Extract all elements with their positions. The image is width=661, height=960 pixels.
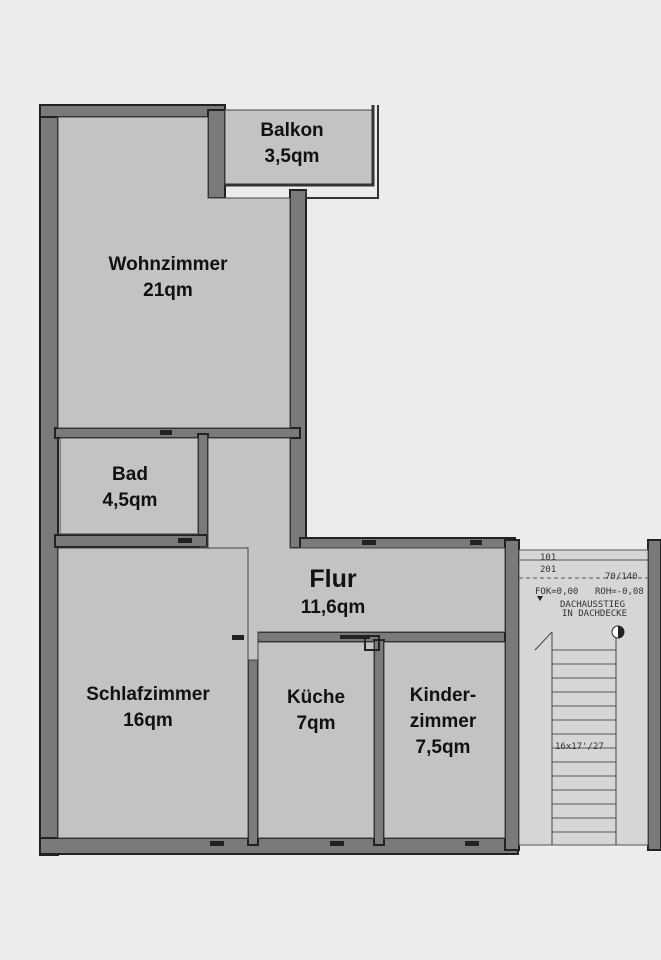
balcony-edge [305, 105, 379, 199]
stair-steps [552, 649, 616, 833]
balcony-railing [225, 105, 375, 187]
room-schlafzimmer-fill [57, 547, 249, 839]
room-bad-fill [59, 437, 199, 535]
room-kinderzimmer-area: 7,5qm [415, 737, 471, 758]
openings [160, 430, 482, 846]
room-kinderzimmer-label: Kinder- zimmer 7,5qm [410, 683, 477, 761]
room-bad-label: Bad 4,5qm [103, 462, 158, 514]
room-bad-name: Bad [112, 464, 148, 485]
room-balkon-area: 3,5qm [264, 146, 320, 167]
room-kueche-fill [257, 641, 375, 839]
stair-rohbau: ROH=-0,08 [595, 587, 644, 597]
room-wohnzimmer-label: Wohnzimmer 21qm [109, 252, 228, 304]
room-kinderzimmer-name-1: Kinder- [409, 685, 477, 706]
room-wohnzimmer-fill [57, 116, 291, 429]
room-kueche-area: 7qm [296, 713, 336, 734]
room-schlafzimmer-area: 16qm [123, 710, 173, 731]
room-flur-name: Flur [309, 565, 357, 593]
room-bad-area: 4,5qm [102, 490, 158, 511]
stair-dim-second: 201 [540, 565, 556, 575]
room-balkon-name: Balkon [260, 120, 324, 141]
stair-steps-label: 16x17'/27 [555, 742, 604, 752]
room-kueche-label: Küche 7qm [287, 685, 345, 737]
room-flur-fill [199, 437, 506, 661]
room-schlafzimmer-name: Schlafzimmer [86, 684, 210, 705]
stair-fok: FOK=0,00 [535, 587, 578, 597]
room-kueche-name: Küche [286, 687, 346, 708]
room-flur-area: 11,6qm [300, 597, 366, 618]
stair-dim-top: 101 [540, 553, 556, 563]
room-balkon-fill [224, 109, 374, 186]
room-balkon-label: Balkon 3,5qm [260, 118, 323, 170]
stair-dachausstieg-2: IN DACHDECKE [562, 609, 627, 619]
room-fills [57, 109, 506, 839]
room-schlafzimmer-label: Schlafzimmer 16qm [86, 682, 210, 734]
stair-dachausstieg-1: DACHAUSSTIEG [560, 600, 625, 610]
stairwell: 101 201 70/140 FOK=0,00 ROH=-0,08 DACHAU… [518, 549, 649, 846]
room-wohnzimmer-name: Wohnzimmer [108, 254, 228, 275]
room-flur-label: Flur 11,6qm [301, 563, 365, 621]
room-wohnzimmer-area: 21qm [143, 280, 193, 301]
room-kinderzimmer-name-2: zimmer [409, 711, 477, 732]
room-kinderzimmer-fill [383, 641, 506, 839]
stair-window: 70/140 [605, 572, 638, 582]
